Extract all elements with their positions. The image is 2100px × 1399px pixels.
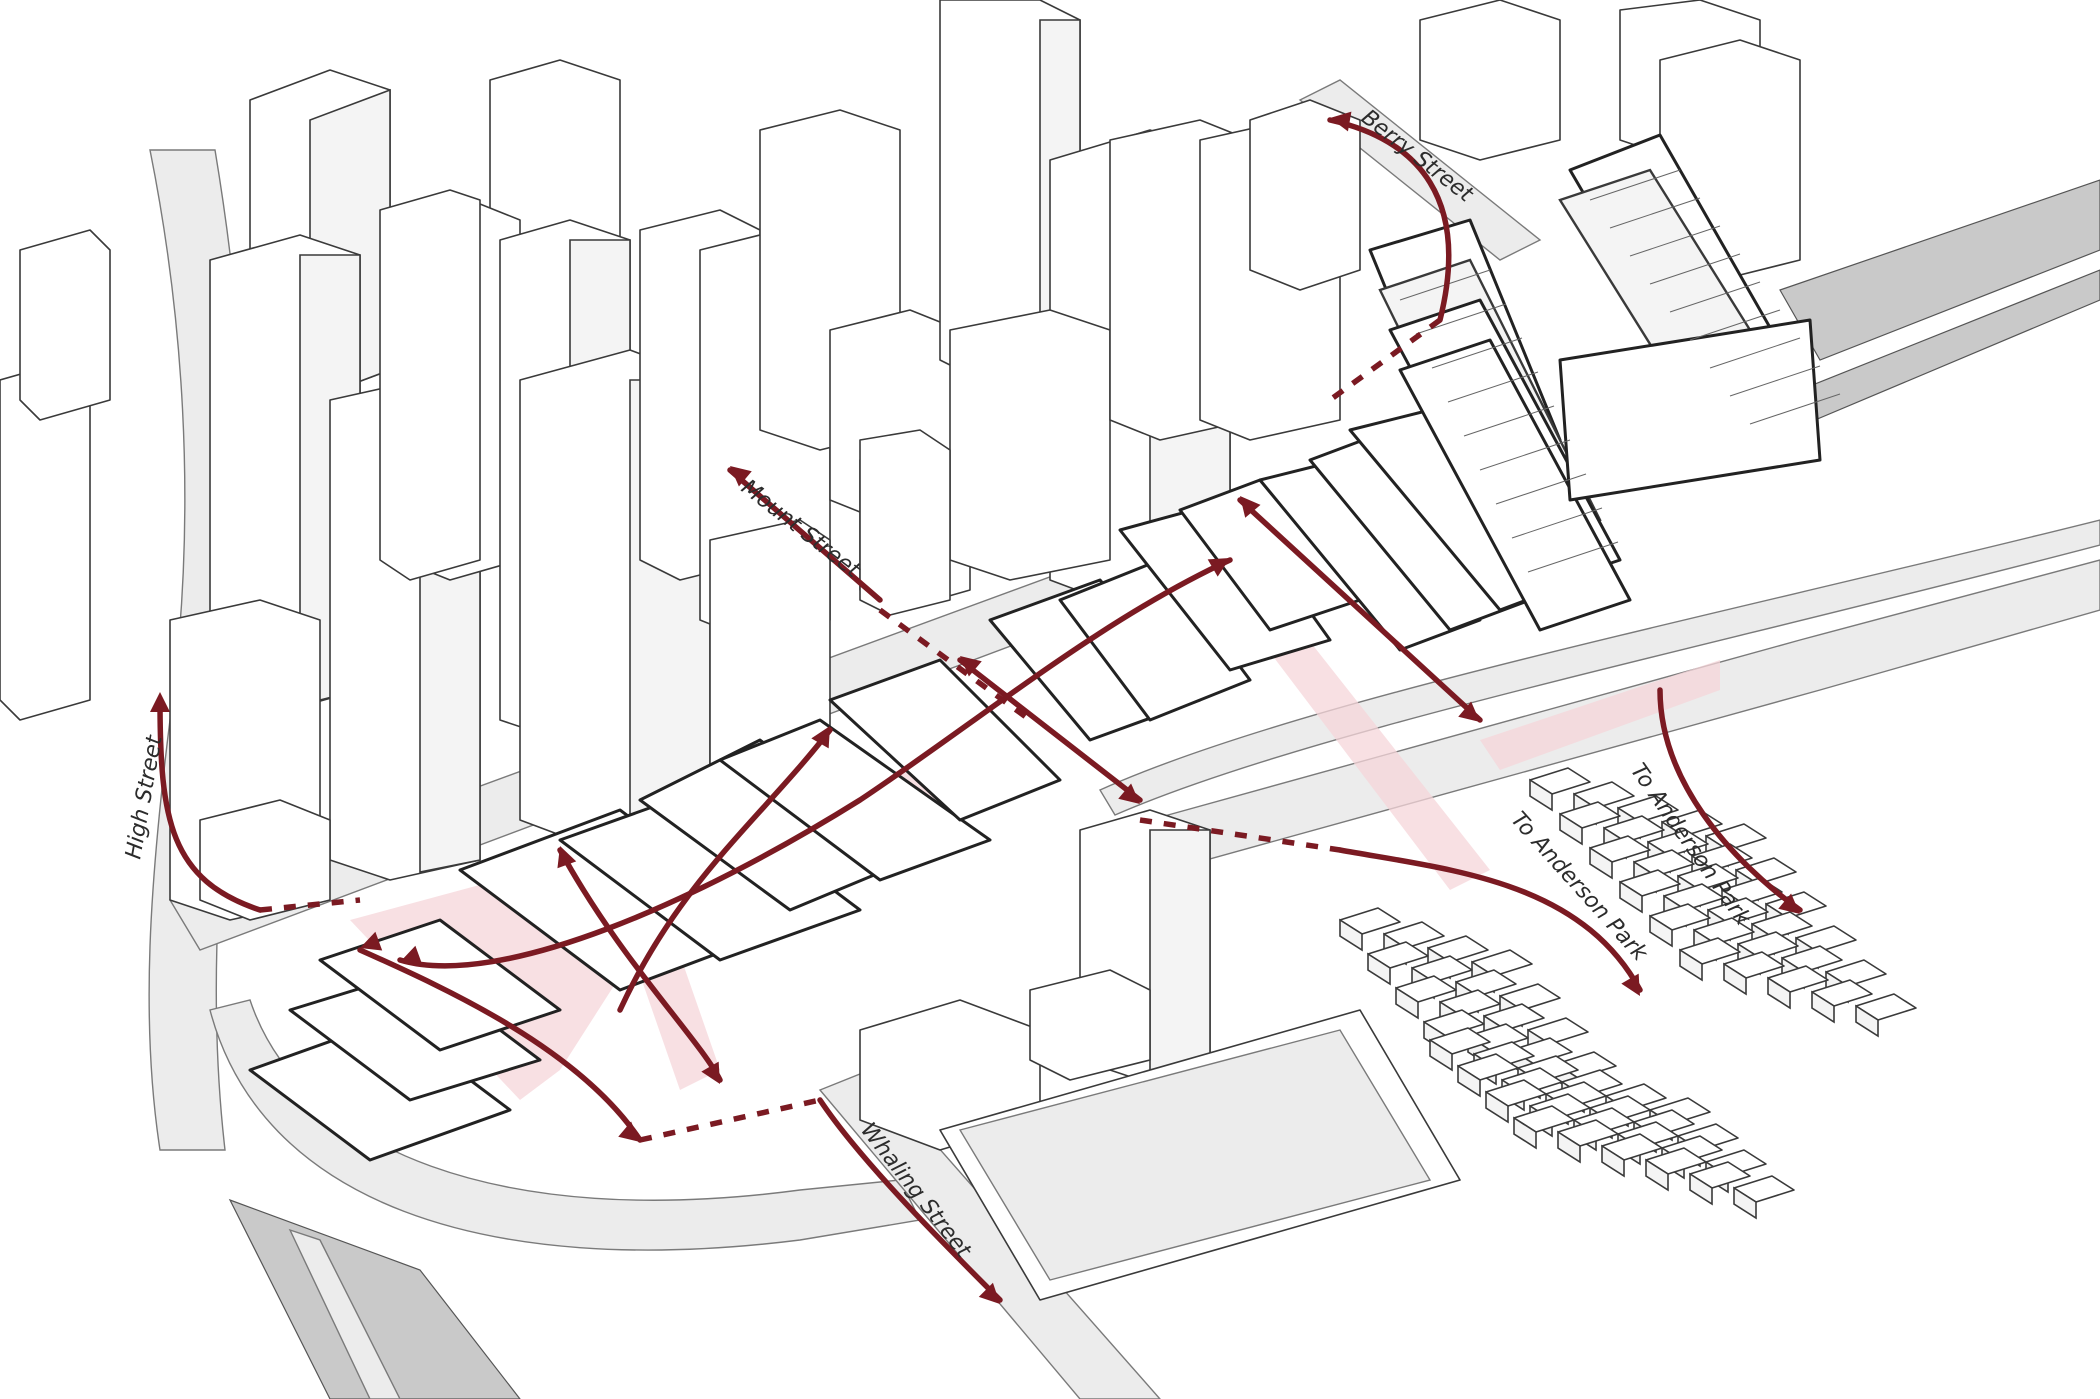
route-mount-street <box>727 467 883 603</box>
house-side <box>1855 1004 1879 1038</box>
house-side <box>1339 918 1363 952</box>
arrowhead-icon <box>730 466 752 487</box>
tower-slat <box>1629 225 1721 257</box>
route-network <box>150 111 1803 1304</box>
arrowhead-icon <box>557 846 577 869</box>
house-side <box>1589 846 1613 880</box>
tower-slat <box>1669 281 1761 313</box>
tower-slats <box>1399 169 1841 573</box>
rail-corridor <box>1779 179 2100 361</box>
arrowhead-icon <box>1330 111 1352 132</box>
arrowhead-icon <box>1207 558 1230 577</box>
arrowhead-icon <box>400 945 423 965</box>
house-side <box>1767 976 1791 1010</box>
house-side <box>1689 1172 1713 1206</box>
house-side <box>1811 990 1835 1024</box>
route-cross-2 <box>617 727 833 1013</box>
route-diag-1 <box>957 657 1143 803</box>
house-side <box>1367 952 1391 986</box>
tower-slat <box>1689 309 1781 341</box>
house-side <box>1429 1038 1453 1072</box>
proposed-development <box>248 133 1841 1162</box>
house-side <box>1645 1158 1669 1192</box>
route-cross-1 <box>557 847 723 1083</box>
route-berry-street <box>1327 117 1452 323</box>
house-side <box>1559 812 1583 846</box>
arrowhead-icon <box>1778 893 1800 914</box>
house-side <box>1457 1064 1481 1098</box>
house-side <box>1649 914 1673 948</box>
house-side <box>1723 962 1747 996</box>
tower-slat <box>1431 337 1523 369</box>
tower-slat <box>1527 541 1619 573</box>
tower-slat <box>1511 507 1603 539</box>
arrowhead-icon <box>360 931 383 951</box>
arrowhead-icon <box>701 1061 720 1084</box>
house-side <box>1513 1116 1537 1150</box>
tower-slat <box>1415 303 1507 335</box>
tower-slat <box>1463 405 1555 437</box>
house-side <box>1733 1186 1757 1220</box>
route-zigzag <box>357 947 643 1143</box>
arrowhead-icon <box>1240 496 1261 518</box>
arrowhead-icon <box>150 692 170 712</box>
route-anderson-park-2 <box>1657 687 1803 913</box>
tower-slat <box>1709 337 1801 369</box>
house-side <box>1529 778 1553 812</box>
arrowhead-icon <box>811 726 830 749</box>
route-diag-2 <box>1237 497 1483 723</box>
tower-slat <box>1589 169 1681 201</box>
arrowhead-icon <box>960 656 982 677</box>
arrowhead-icon <box>618 1121 640 1142</box>
station-roof-7 <box>1058 558 1252 722</box>
tower-slat <box>1609 197 1701 229</box>
tower-slat <box>1749 393 1841 425</box>
house-side <box>1679 948 1703 982</box>
house-side <box>1485 1090 1509 1124</box>
arrowhead-icon <box>1621 973 1640 996</box>
arrowhead-icon <box>1118 783 1140 804</box>
house-side <box>1619 880 1643 914</box>
freeway-lanes <box>288 1228 401 1399</box>
tower-slat <box>1495 473 1587 505</box>
route-whaling-street <box>817 1097 1003 1303</box>
house-side <box>1557 1130 1581 1164</box>
house-side <box>1601 1144 1625 1178</box>
route-anderson-park-1 <box>1337 847 1643 993</box>
tower-slat <box>1479 439 1571 471</box>
route-station-loop <box>397 557 1233 969</box>
route-high-street <box>157 697 263 913</box>
tower-slat <box>1447 371 1539 403</box>
tower-slat <box>1729 365 1821 397</box>
arrowhead-icon <box>1458 701 1480 722</box>
tower-slat <box>1649 253 1741 285</box>
house-side <box>1395 986 1419 1020</box>
city-towers <box>0 0 1801 1301</box>
